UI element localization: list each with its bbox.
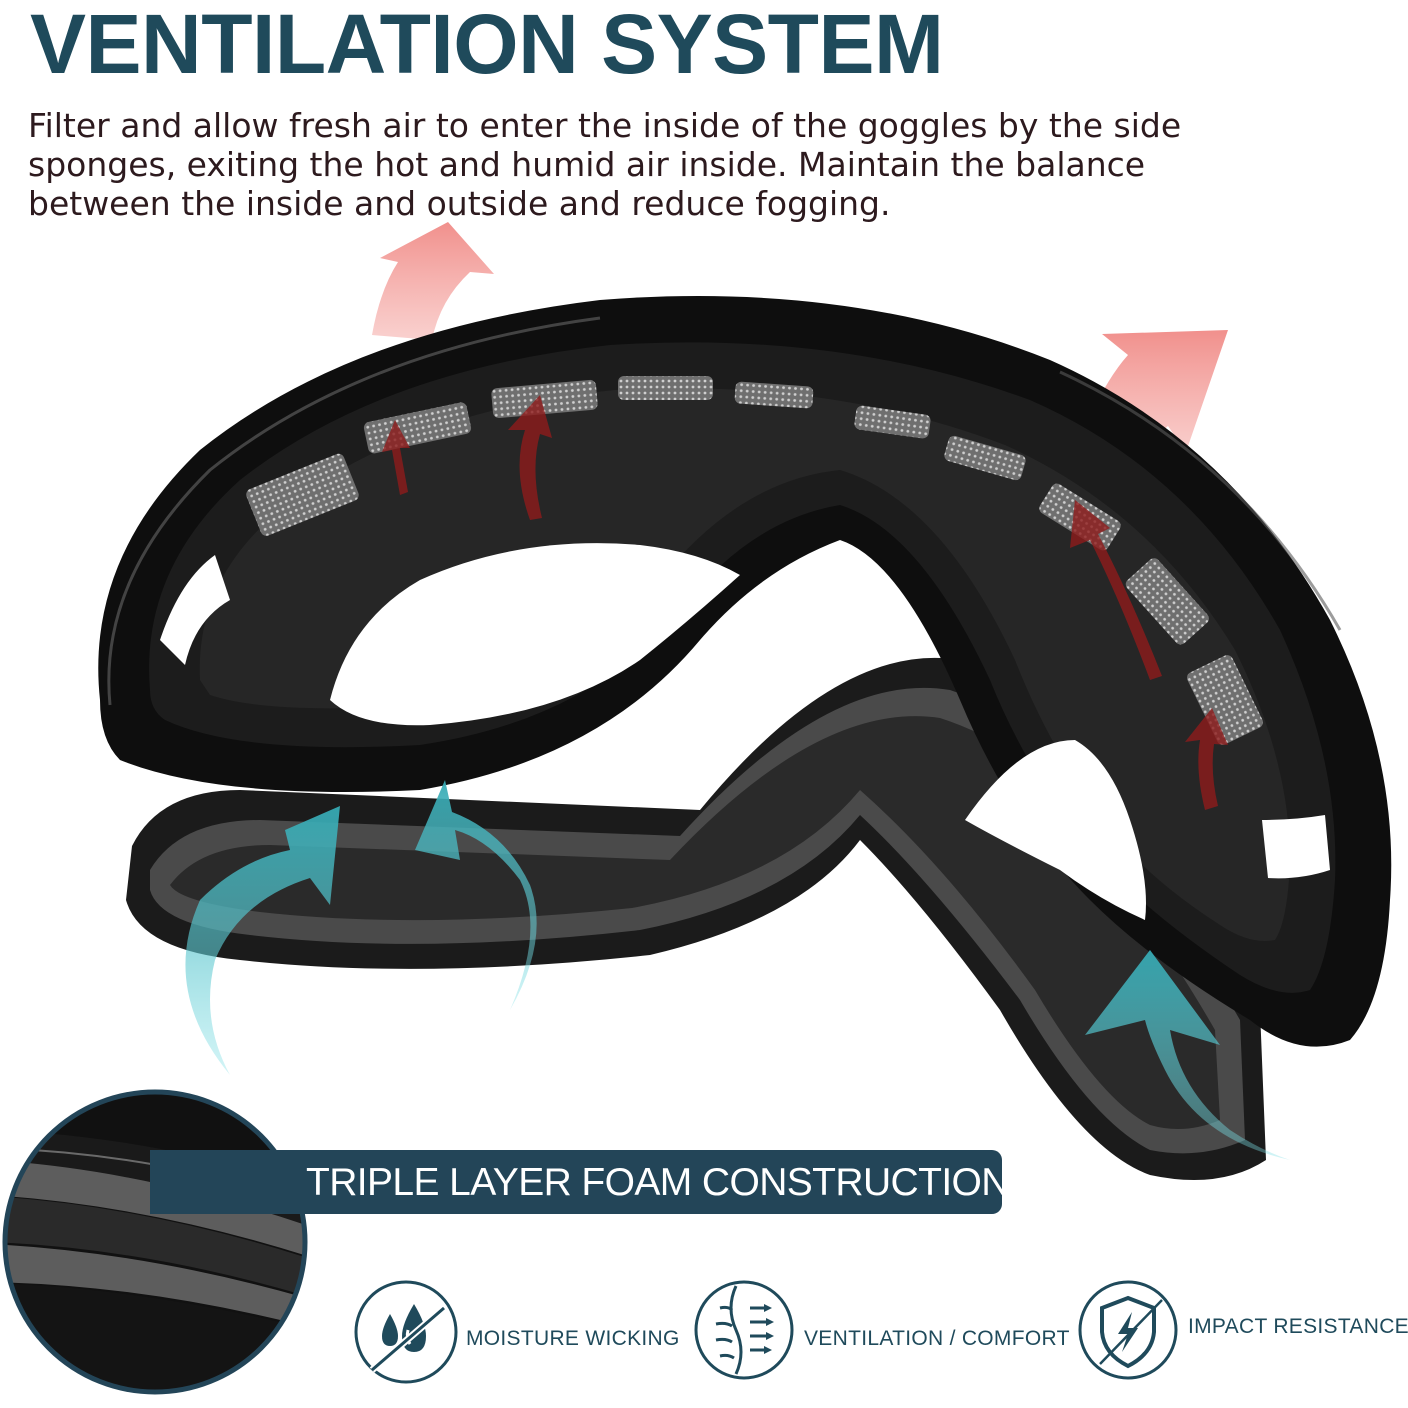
description-line-2: sponges, exiting the hot and humid air i… [28, 145, 1146, 184]
foam-detail-zoom [2, 1089, 308, 1395]
shield-lightning-icon [1078, 1280, 1178, 1380]
airflow-icon [694, 1280, 794, 1380]
water-drops-icon [354, 1280, 458, 1384]
goggle-frame [98, 296, 1392, 1047]
inner-warm-arrows [382, 395, 1228, 810]
cool-air-arrow-3 [1085, 950, 1290, 1160]
vent-sponges [246, 376, 1263, 745]
feature-label-moisture: MOISTURE WICKING [466, 1327, 680, 1350]
cool-air-arrow-1 [185, 806, 340, 1075]
description: Filter and allow fresh air to enter the … [28, 106, 1328, 223]
feature-banner [150, 1150, 1002, 1214]
page-title: VENTILATION SYSTEM [30, 0, 944, 91]
foam-layers [126, 657, 1266, 1180]
feature-label-ventilation: VENTILATION / COMFORT [804, 1327, 1070, 1350]
cool-air-arrow-2 [415, 780, 537, 1010]
banner-title: TRIPLE LAYER FOAM CONSTRUCTION [306, 1161, 1009, 1204]
description-line-1: Filter and allow fresh air to enter the … [28, 106, 1182, 145]
warm-air-arrow-left [372, 222, 494, 340]
feature-label-impact: IMPACT RESISTANCE [1188, 1315, 1408, 1338]
description-line-3: between the inside and outside and reduc… [28, 184, 891, 223]
